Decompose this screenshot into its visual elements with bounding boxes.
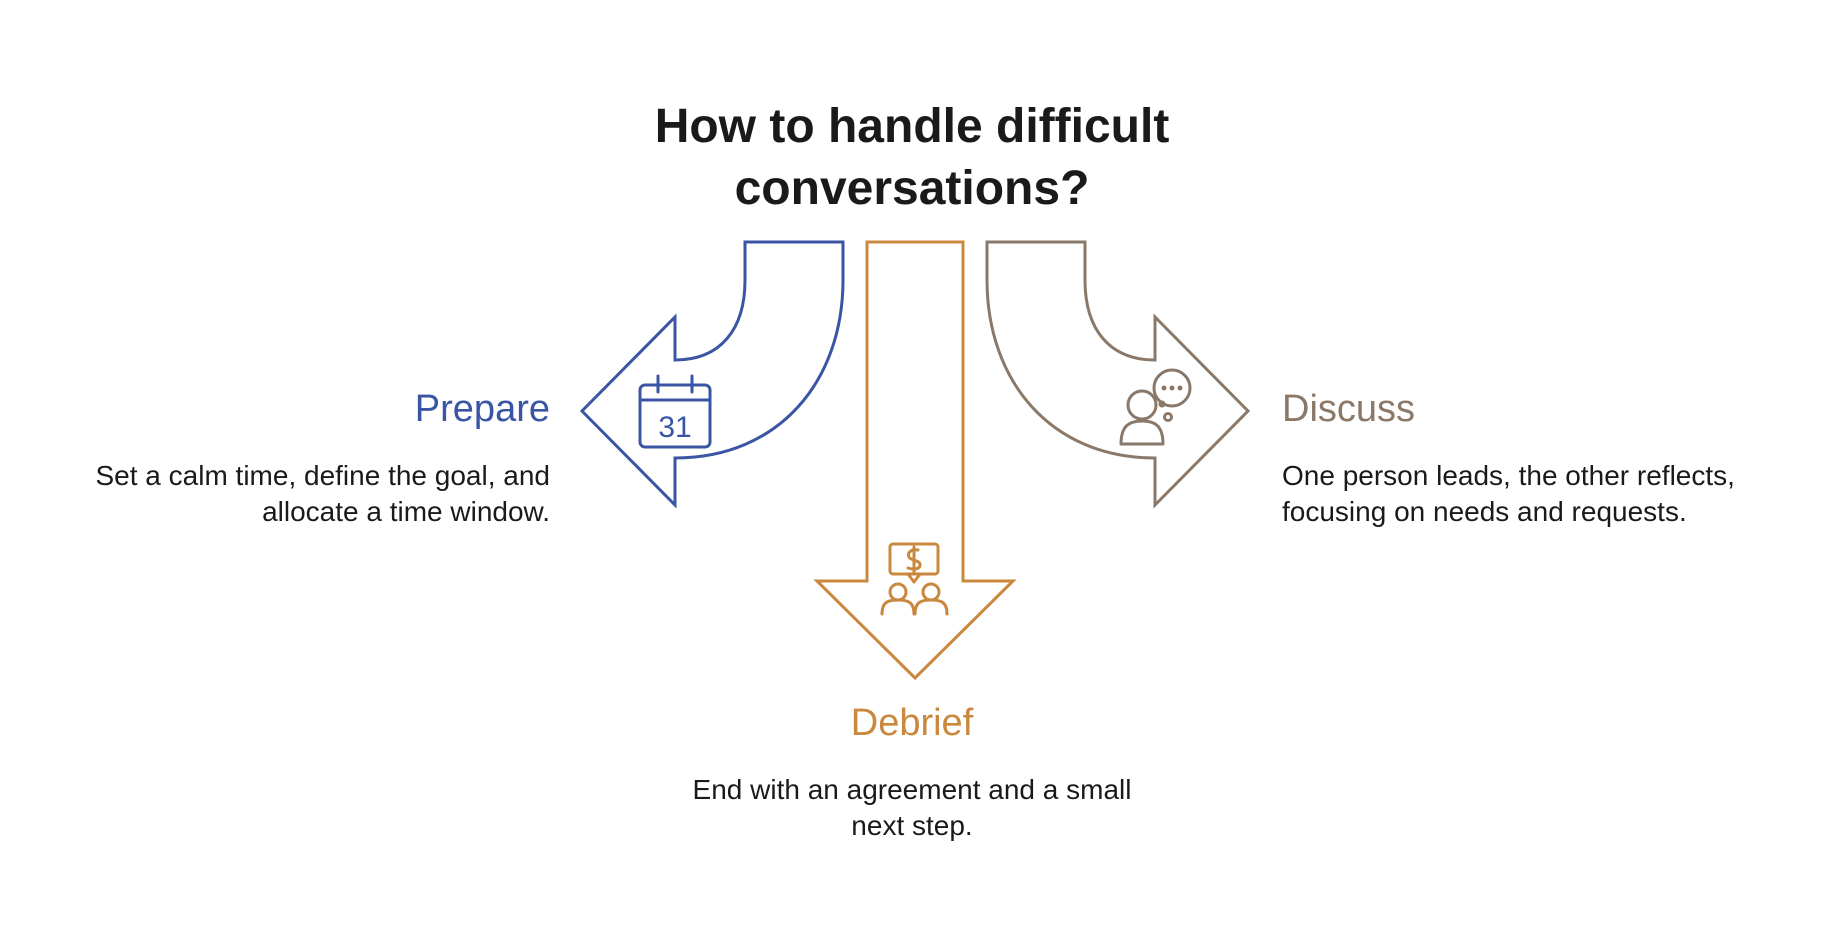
debrief-description: End with an agreement and a small next s…: [612, 772, 1212, 844]
discuss-description: One person leads, the other reflects, fo…: [1282, 458, 1802, 530]
calendar-icon-number: 31: [658, 411, 691, 444]
thought-dots: [1161, 385, 1183, 391]
discuss-title: Discuss: [1282, 388, 1416, 430]
discuss-desc-line-2: focusing on needs and requests.: [1282, 496, 1687, 527]
debrief-arrow: [813, 240, 1017, 681]
calendar-icon: [638, 374, 712, 449]
title-line-2: conversations?: [734, 162, 1090, 215]
discuss-desc-line-1: One person leads, the other reflects,: [1282, 460, 1735, 491]
negotiation-icon: [880, 542, 949, 616]
page-title: How to handle difficult conversations?: [612, 96, 1212, 220]
discuss-arrow: [985, 240, 1251, 509]
prepare-desc-line-2: allocate a time window.: [262, 496, 550, 527]
prepare-title: Prepare: [414, 388, 550, 430]
prepare-arrow: [579, 240, 845, 509]
debrief-title: Debrief: [850, 702, 974, 744]
title-line-1: How to handle difficult: [654, 100, 1170, 153]
debrief-desc-line-2: next step.: [851, 810, 973, 841]
debrief-desc-line-1: End with an agreement and a small: [692, 774, 1132, 805]
thinking-person-icon: [1119, 368, 1192, 446]
prepare-description: Set a calm time, define the goal, and al…: [30, 458, 551, 530]
prepare-desc-line-1: Set a calm time, define the goal, and: [95, 460, 551, 491]
